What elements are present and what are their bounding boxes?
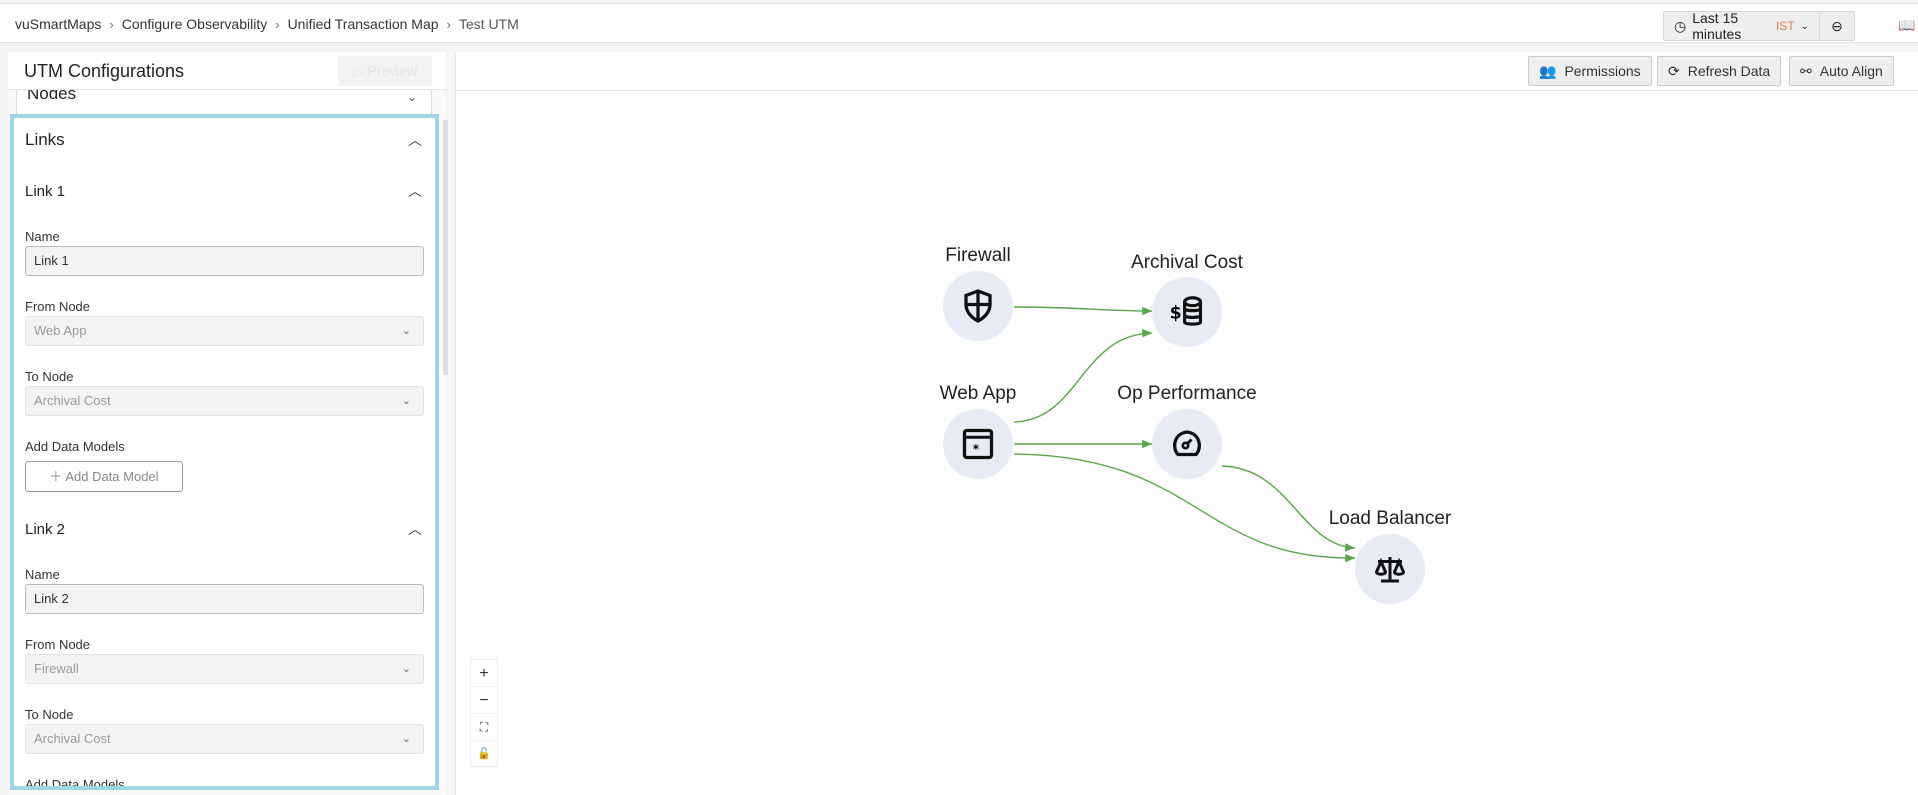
refresh-icon: ⟳ [1668,63,1680,79]
chevron-right-icon: › [446,16,451,32]
link-2-from-node-select[interactable]: Firewall⌄ [25,654,424,684]
chevron-up-icon[interactable]: ︿ [408,521,422,537]
edge-opperf-lb [1221,465,1356,552]
zoom-in-button[interactable]: + [471,660,497,687]
breadcrumb-configure-observability[interactable]: Configure Observability [121,16,268,32]
panel-header: UTM Configurations ▷ Preview [8,52,446,90]
links-section: Links ︿ Link 1 ︿ Name Link 1 From Node W… [10,114,439,790]
zoom-controls: + − ⛶ 🔓 [470,659,498,767]
top-bar: vuSmartMaps › Configure Observability › Un… [0,3,1918,43]
link-2-to-node-select[interactable]: Archival Cost⌄ [25,724,424,754]
chevron-right-icon: › [109,16,114,32]
permissions-button[interactable]: 👥Permissions [1528,56,1652,86]
breadcrumb-utm[interactable]: Unified Transaction Map [287,16,439,32]
link-2-title: Link 2 [25,521,66,538]
zoom-out-icon: ⊖ [1831,17,1843,34]
from-node-label: From Node [25,637,91,652]
link-1-to-node-select[interactable]: Archival Cost⌄ [25,386,424,416]
add-data-model-button[interactable]: ＋ Add Data Model [25,461,183,492]
time-picker[interactable]: ◷ Last 15 minutes IST ⌄ ⊖ [1663,10,1855,42]
link-1-name-input[interactable]: Link 1 [25,246,424,276]
gauge-icon [1173,430,1201,457]
links-section-title: Links [25,130,65,149]
edge-webapp-archival [1013,329,1153,423]
zoom-out-time-button[interactable]: ⊖ [1820,18,1854,35]
edge-firewall-archival [1013,306,1153,316]
node-web-app[interactable]: * [943,409,1013,479]
node-archival-cost[interactable]: $ [1152,277,1222,347]
browser-icon: * [962,428,994,460]
svg-text:$: $ [1170,303,1182,323]
name-label: Name [25,567,60,582]
node-label-load-balancer: Load Balancer [1328,508,1452,529]
time-range-label: Last 15 minutes [1692,10,1742,42]
chevron-down-icon: ⌄ [401,395,411,407]
link-2-name-input[interactable]: Link 2 [25,584,424,614]
fit-view-button[interactable]: ⛶ [471,714,497,741]
chevron-up-icon[interactable]: ︿ [408,183,422,199]
name-label: Name [25,229,60,244]
breadcrumb: vuSmartMaps › Configure Observability › Un… [15,16,519,32]
toolbar-divider [456,90,1918,91]
chevron-right-icon: › [275,16,280,32]
chevron-down-icon: ⌄ [401,663,411,675]
nodes-section-title: Nodes [27,90,77,103]
node-op-performance[interactable] [1152,409,1222,479]
node-load-balancer[interactable] [1355,534,1425,604]
breadcrumb-vusmartmaps[interactable]: vuSmartMaps [15,16,102,32]
chevron-down-icon: ⌄ [401,325,411,337]
clock-icon: ◷ [1674,17,1687,34]
auto-align-icon: ⚯ [1800,63,1812,79]
svg-text:*: * [973,442,980,456]
lock-button[interactable]: 🔓 [477,748,491,760]
node-firewall[interactable] [943,271,1013,341]
chevron-down-icon: ⌄ [406,90,417,104]
chevron-down-icon: ⌄ [1800,20,1809,32]
panel-title: UTM Configurations [24,61,185,81]
breadcrumb-current: Test UTM [458,16,519,32]
node-label-archival-cost: Archival Cost [1131,252,1243,273]
preview-button[interactable]: ▷ Preview [338,56,432,86]
panel-scrollbar[interactable] [443,120,448,375]
node-label-web-app: Web App [939,383,1017,404]
add-data-models-label: Add Data Models [25,777,125,790]
from-node-label: From Node [25,299,91,314]
book-icon[interactable]: 📖 [1898,17,1916,33]
shield-icon [964,289,992,323]
link-1-from-node-select[interactable]: Web App⌄ [25,316,424,346]
scale-icon [1374,557,1406,583]
chevron-up-icon[interactable]: ︿ [408,132,422,148]
zoom-out-button[interactable]: − [471,687,497,714]
dollar-database-icon: $ [1170,296,1203,326]
chevron-down-icon: ⌄ [401,733,411,745]
users-icon: 👥 [1539,63,1557,79]
to-node-label: To Node [25,369,74,384]
node-label-op-performance: Op Performance [1117,383,1257,404]
timezone-label: IST [1775,19,1795,33]
to-node-label: To Node [25,707,74,722]
auto-align-button[interactable]: ⚯Auto Align [1789,56,1894,86]
refresh-data-button[interactable]: ⟳Refresh Data [1657,56,1782,86]
link-1-title: Link 1 [25,183,66,200]
node-label-firewall: Firewall [945,245,1011,266]
add-data-models-label: Add Data Models [25,439,125,454]
edge-webapp-lb [1013,453,1356,563]
